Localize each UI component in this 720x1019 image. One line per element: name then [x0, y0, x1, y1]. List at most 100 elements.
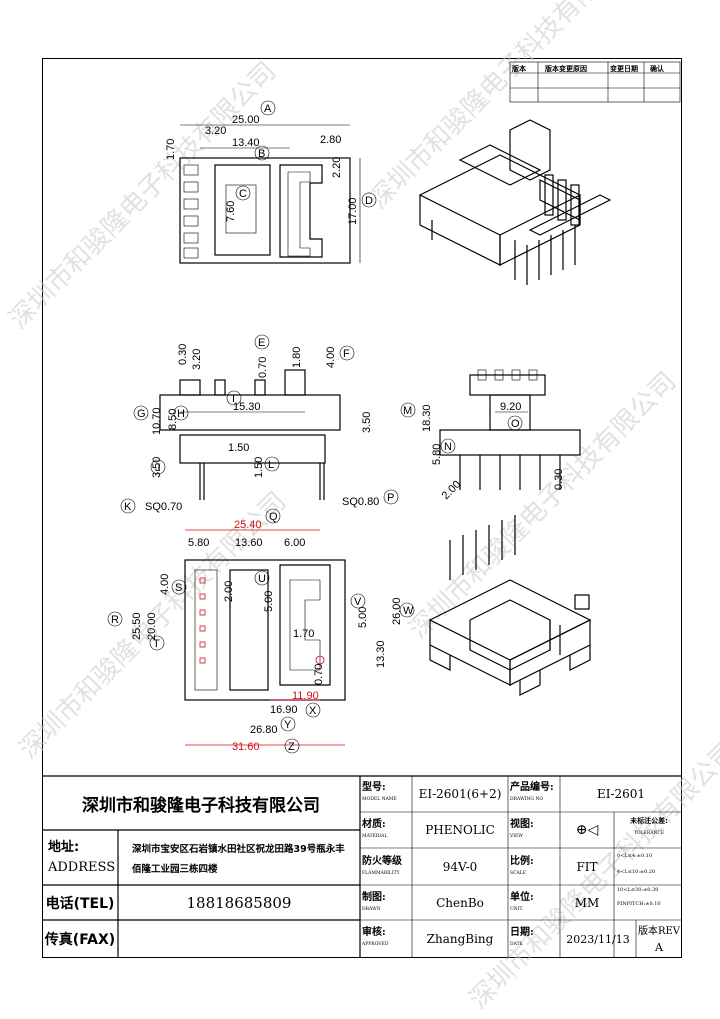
balloon-y: Y: [284, 719, 292, 731]
dim-bottom-5-00-right: 5.00: [357, 607, 369, 628]
balloon-t: T: [153, 638, 160, 650]
rev-value: A: [655, 940, 663, 954]
tolerance-label-en: TOLERANCE: [633, 830, 665, 836]
watermark-2: 深圳市和骏隆电子科技有限公司: [364, 0, 643, 215]
balloon-g: G: [137, 408, 146, 420]
balloon-r: R: [111, 614, 119, 626]
dim-front-1-50: 1.50: [228, 442, 249, 454]
approved-value: ZhangBing: [426, 932, 494, 946]
flammability-value: 94V-0: [442, 859, 478, 874]
dim-top-25: 25.00: [232, 114, 260, 126]
tel-value: 18818685809: [186, 893, 292, 912]
rev-header-confirm: 确认: [650, 64, 665, 73]
date-value: 2023/11/13: [566, 932, 630, 946]
dim-side-0-30: 0.30: [553, 469, 565, 490]
date-label-en: DATE: [510, 941, 523, 947]
dim-side-18-30: 18.30: [421, 404, 433, 432]
balloon-s: S: [175, 582, 182, 594]
dim-bottom-20-00: 20.00: [146, 612, 158, 640]
balloon-z: Z: [288, 741, 295, 753]
balloon-q: Q: [269, 511, 278, 523]
approved-label-en: APPROVED: [362, 941, 389, 947]
title-block-grid: [42, 775, 682, 958]
approved-label: 审核:: [362, 926, 386, 938]
company-name: 深圳市和骏隆电子科技有限公司: [82, 795, 320, 816]
dim-bottom-25-50: 25.50: [131, 612, 143, 640]
isometric-view-bottom: [428, 515, 592, 696]
balloon-m: M: [403, 405, 412, 417]
dim-bottom-5-00: 5.00: [263, 591, 275, 612]
dim-top-13-40: 13.40: [232, 137, 260, 149]
drawn-label-en: DRAWN: [362, 906, 381, 912]
dim-front-0-70: 0.70: [257, 357, 269, 378]
dim-top-1-70: 1.70: [165, 139, 177, 160]
unit-label: 单位:: [510, 891, 534, 903]
dim-bottom-5-80: 5.80: [188, 537, 209, 549]
balloon-h: H: [177, 408, 185, 420]
balloon-w: W: [403, 605, 414, 617]
product-no-value: EI-2601: [596, 787, 646, 801]
dim-bottom-4-00: 4.00: [159, 574, 171, 595]
balloon-u: U: [258, 573, 266, 585]
tolerance-4: PINPITCH:±0.10: [617, 901, 661, 907]
scale-value: FIT: [576, 859, 598, 874]
model-label-en: MODEL NAME: [362, 796, 397, 802]
tolerance-3: 10<L≤30:±0.30: [617, 887, 659, 893]
dim-bottom-11-90: 11.90: [292, 690, 319, 702]
balloon-v: V: [354, 596, 362, 608]
dim-top-17: 17.00: [347, 197, 359, 225]
tolerance-label: 未标注公差:: [630, 817, 668, 825]
view-label: 视图:: [510, 818, 534, 830]
balloon-p: P: [387, 492, 394, 504]
material-value: PHENOLIC: [425, 823, 495, 837]
balloon-o: O: [511, 418, 520, 430]
date-label: 日期:: [510, 926, 534, 938]
dim-top-7-60: 7.60: [225, 201, 237, 222]
dim-front-4: 4.00: [325, 347, 337, 368]
dim-top-2-20: 2.20: [331, 157, 343, 178]
balloon-j: J: [155, 462, 161, 474]
address-line-1: 深圳市宝安区石岩镇水田社区祝龙田路39号瓶永丰: [132, 844, 345, 855]
dim-bottom-16-90: 16.90: [270, 704, 298, 716]
material-label-en: MATERIAL: [362, 833, 388, 839]
dim-bottom-2-00: 2.00: [223, 581, 235, 602]
dim-bottom-13-60: 13.60: [235, 537, 263, 549]
dim-front-3-50-right: 3.50: [361, 412, 373, 433]
rev-header-date: 变更日期: [610, 64, 638, 73]
flammability-label-en: FLAMMABILITY: [362, 870, 400, 876]
balloon-b: B: [258, 148, 265, 160]
tolerance-1: 0<L≤4:±0.10: [617, 853, 653, 859]
address-line-2: 佰隆工业园三栋四楼: [132, 864, 218, 875]
dim-front-3-20: 3.20: [191, 349, 203, 370]
drawn-value: ChenBo: [436, 895, 484, 910]
dim-bottom-26-80: 26.80: [250, 724, 278, 736]
dim-front-8-50: 8.50: [167, 409, 179, 430]
balloon-k: K: [124, 501, 132, 513]
projection-symbol-icon: ⊕◁: [575, 822, 599, 838]
balloon-a: A: [264, 103, 272, 115]
balloon-f: F: [343, 348, 350, 360]
dim-bottom-31-60: 31.60: [232, 741, 260, 753]
dim-front-0-30: 0.30: [177, 344, 189, 365]
balloon-x: X: [309, 705, 317, 717]
isometric-view-top: [418, 119, 612, 285]
dim-front-10-70: 10.70: [151, 407, 163, 435]
dim-bottom-0-70: 0.70: [313, 664, 325, 685]
balloons: A B C D E F G H I J K L M N O P Q R S T …: [107, 100, 523, 754]
dim-front-sq080: SQ0.80: [342, 496, 379, 508]
product-no-label: 产品编号:: [510, 781, 554, 793]
dim-front-sq070: SQ0.70: [145, 501, 182, 513]
balloon-d: D: [365, 195, 373, 207]
unit-value: MM: [574, 895, 600, 910]
dim-bottom-1-70: 1.70: [293, 628, 314, 640]
dim-bottom-25-40: 25.40: [234, 519, 262, 531]
side-view: 9.20 18.30 5.80 2.00 0.30: [421, 369, 581, 502]
unit-label-en: UNIT: [510, 906, 523, 912]
dim-front-15-30: 15.30: [233, 401, 261, 413]
scale-label-en: SCALE: [510, 870, 527, 876]
material-label: 材质:: [362, 818, 386, 830]
flammability-label: 防火等级: [362, 855, 402, 867]
tolerance-2: 4<L≤10:±0.20: [617, 869, 656, 875]
top-view: 25.00 3.20 1.70 13.40 2.80 2.20 7.60 17.…: [165, 114, 361, 264]
